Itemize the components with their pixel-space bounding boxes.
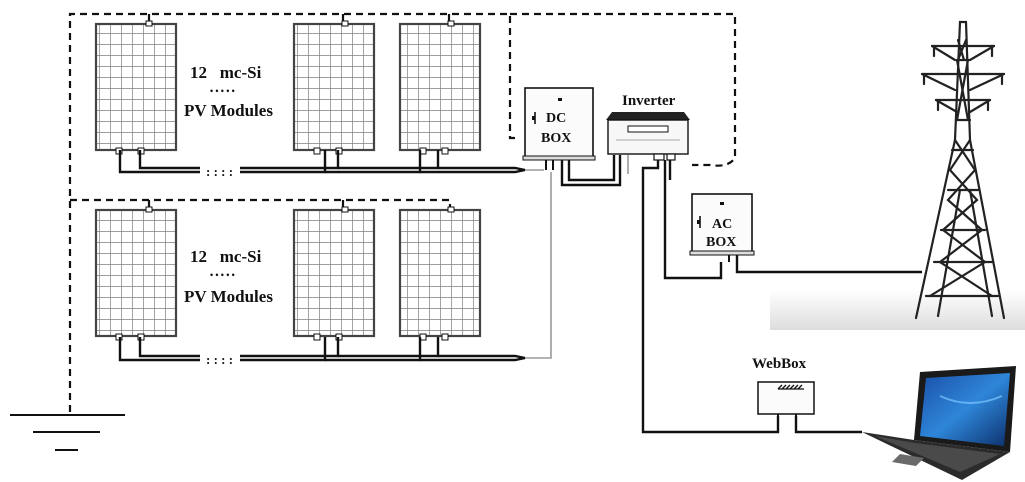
- dc-box-label-line1: DC: [546, 111, 566, 126]
- ac-box-label-line1: AC: [712, 217, 732, 232]
- connector-dots-bottom: : : : :: [206, 352, 233, 367]
- connector-dots-top: : : : :: [206, 164, 233, 179]
- dc-box: DC BOX: [522, 87, 596, 170]
- ac-to-grid-cable: [735, 255, 922, 274]
- inverter: Inverter: [606, 93, 690, 161]
- module-type-label: PV Modules: [184, 287, 273, 306]
- string-cables-grey: [525, 169, 552, 359]
- pv-module: [94, 20, 178, 155]
- webbox: WebBox: [752, 356, 815, 420]
- array-label-bottom: 12 mc-Si • • • • • PV Modules: [184, 247, 273, 306]
- bullet-dots: • • • • •: [210, 270, 235, 280]
- laptop-icon: [862, 366, 1016, 480]
- ac-box: AC BOX: [689, 193, 755, 262]
- pv-module: [398, 206, 482, 341]
- pv-module: [94, 206, 178, 341]
- ac-box-label-line2: BOX: [706, 235, 736, 250]
- pv-panel-array: [94, 20, 482, 341]
- pv-module: [292, 20, 376, 155]
- inverter-output-cables: [641, 160, 862, 434]
- bullet-dots: • • • • •: [210, 86, 235, 96]
- string-cables: [118, 150, 526, 362]
- dc-to-inverter-cables: [560, 155, 622, 187]
- module-count-label: 12 mc-Si: [190, 247, 262, 266]
- pv-module: [398, 20, 482, 155]
- dc-box-label-line2: BOX: [541, 131, 571, 146]
- inverter-label: Inverter: [622, 93, 676, 109]
- pv-module: [292, 206, 376, 341]
- module-type-label: PV Modules: [184, 101, 273, 120]
- ground-symbol: [10, 414, 125, 451]
- webbox-label: WebBox: [752, 356, 807, 372]
- transmission-tower-icon: [770, 20, 1025, 330]
- module-count-label: 12 mc-Si: [190, 63, 262, 82]
- array-label-top: 12 mc-Si • • • • • PV Modules: [184, 63, 273, 120]
